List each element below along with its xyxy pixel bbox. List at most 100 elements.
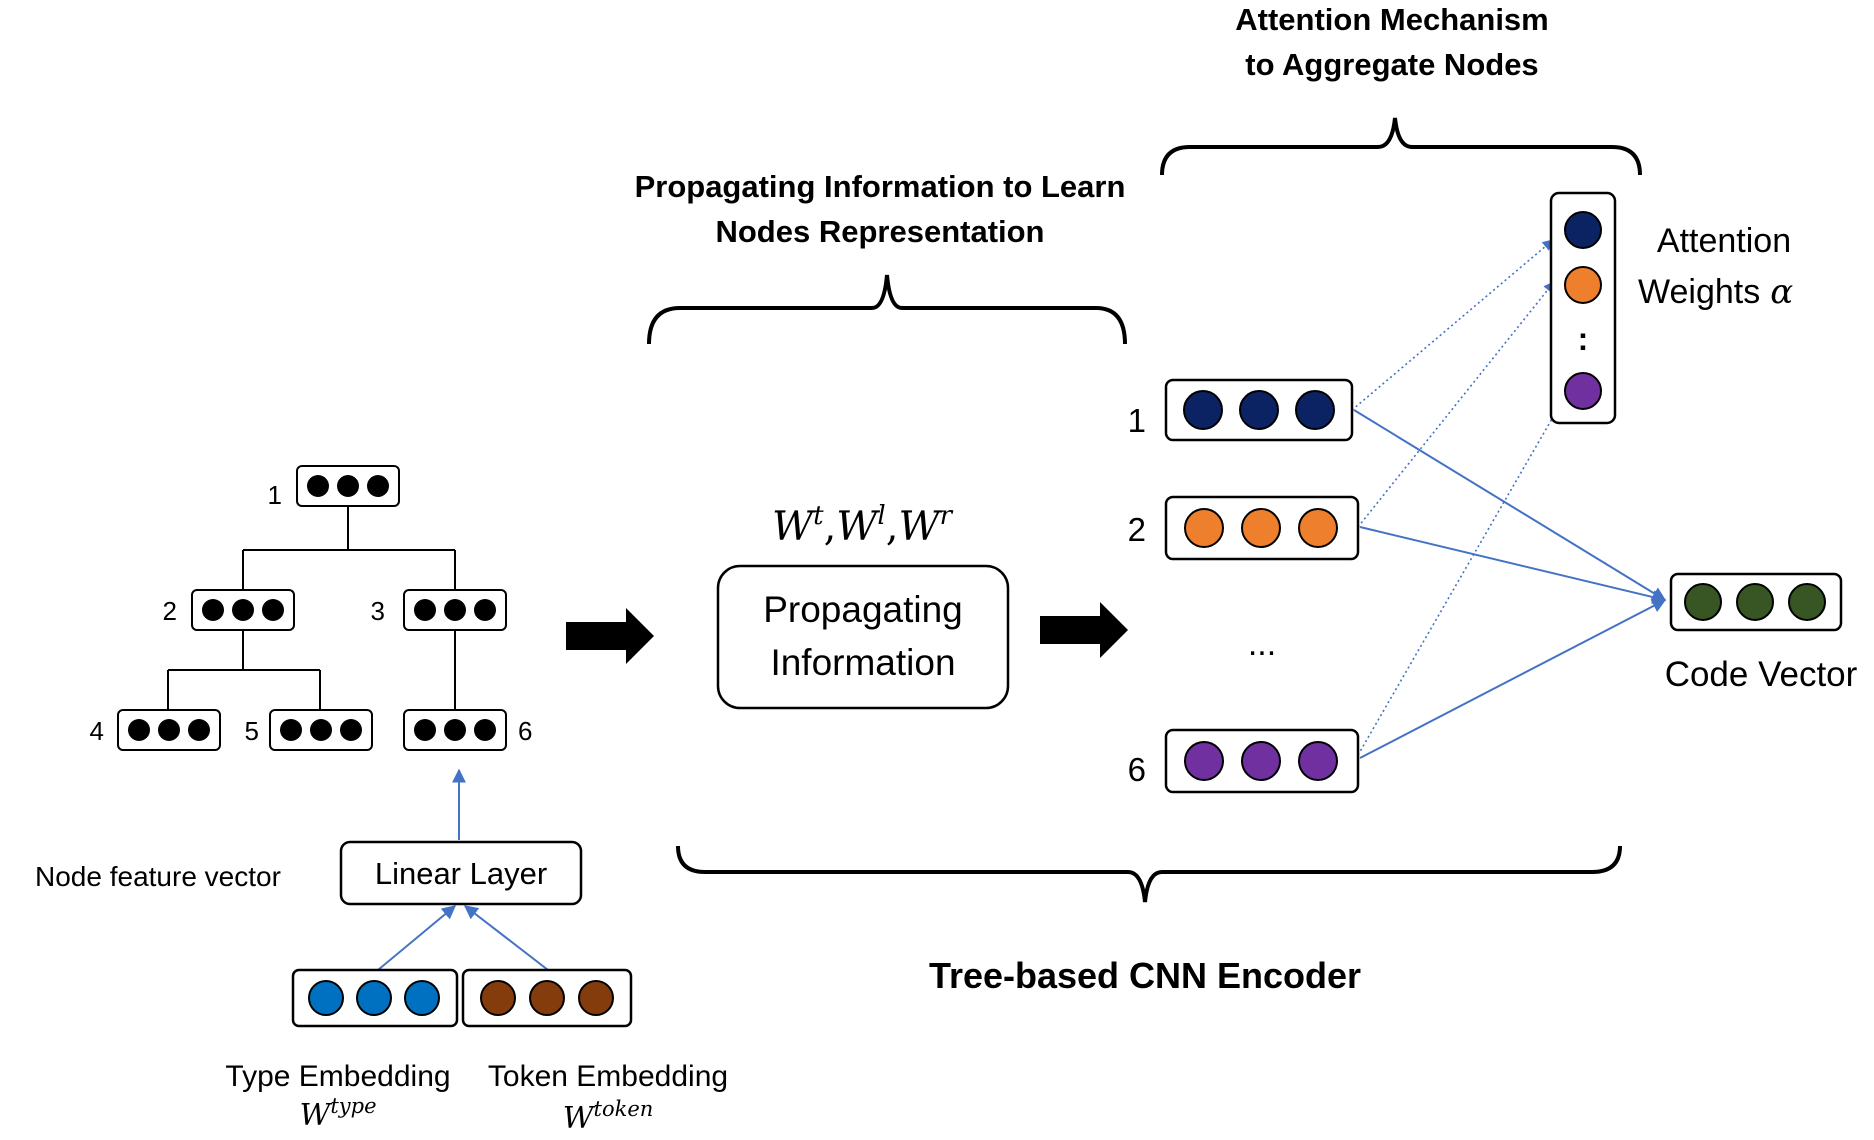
dot [414, 719, 436, 741]
propagating-header-line1: Propagating Information to Learn [635, 169, 1126, 204]
weight-superscript-t: t [813, 501, 824, 531]
tree-node-label-5: 5 [245, 716, 259, 746]
linear-layer-box [339, 840, 583, 906]
linear-layer-label: Linear Layer [375, 856, 547, 891]
tree-to-propagation-arrow [566, 608, 654, 664]
attention-weights: : [1549, 191, 1617, 425]
dot [367, 475, 389, 497]
w-symbol: W [563, 1101, 596, 1136]
type-embedding-symbol: Wtype [299, 1094, 376, 1133]
encoded-dot [1241, 741, 1281, 781]
encoded-node-1: 1 [1128, 378, 1354, 442]
type-embedding-label: Type Embedding [225, 1060, 450, 1093]
attention-header-line1: Attention Mechanism [1235, 2, 1548, 37]
aggregate-link-2 [1359, 526, 1667, 604]
tree-node-label-3: 3 [371, 596, 385, 626]
attention-connections [1351, 239, 1565, 756]
token-embedding-label: Token Embedding [488, 1060, 728, 1093]
attention-weights-dots: : [1578, 321, 1589, 357]
attention-link-1 [1351, 239, 1554, 411]
dot [188, 719, 210, 741]
aggregate-link-1 [1353, 409, 1667, 601]
attention-weight-dot [1564, 372, 1602, 410]
encoded-dot [1298, 741, 1338, 781]
propagating-box-line2: Information [770, 642, 955, 683]
dot [340, 719, 362, 741]
weight-superscript-l: l [877, 501, 885, 531]
encoded-dot [1241, 508, 1281, 548]
attention-link-6 [1357, 397, 1565, 756]
dot [337, 475, 359, 497]
attention-weights-label-line1: Attention [1657, 222, 1791, 260]
code-vector-dot [1684, 583, 1722, 621]
dot [280, 719, 302, 741]
type-embedding-arrow [377, 905, 457, 971]
propagating-brace [647, 274, 1127, 345]
dot [474, 719, 496, 741]
encoded-ellipsis: ... [1248, 625, 1276, 663]
attention-weights-label-line2: Weights α [1638, 272, 1793, 312]
propagating-box-line1: Propagating [763, 589, 963, 630]
tree-node-label-1: 1 [268, 480, 282, 510]
token-embedding-dot [578, 980, 614, 1016]
type-embedding-dot [308, 980, 344, 1016]
propagation-weights: Wt,Wl,Wr [772, 501, 954, 550]
token-embedding-arrow [463, 905, 549, 971]
type-superscript: type [330, 1094, 376, 1118]
encoded-node-label-2: 2 [1128, 511, 1146, 548]
encoded-node-2: 2 [1128, 495, 1360, 561]
tree-node-label-2: 2 [163, 596, 177, 626]
dot [444, 719, 466, 741]
token-embedding-symbol: Wtoken [563, 1097, 654, 1136]
encoded-node-label-1: 1 [1128, 402, 1146, 439]
weight-superscript-r: r [940, 501, 954, 531]
dot [158, 719, 180, 741]
type-embedding-dot [404, 980, 440, 1016]
code-vector-dot [1736, 583, 1774, 621]
encoded-node-6: 6 [1128, 728, 1360, 794]
encoded-dot [1298, 508, 1338, 548]
dot [232, 599, 254, 621]
attention-weight-dot [1564, 266, 1602, 304]
w-symbol: W [772, 504, 816, 550]
encoded-dot [1184, 741, 1224, 781]
encoder-label: Tree-based CNN Encoder [929, 955, 1361, 996]
propagating-header-line2: Nodes Representation [715, 214, 1044, 249]
aggregation-connections [1353, 409, 1667, 759]
encoded-dot [1184, 508, 1224, 548]
tree-node-label-6: 6 [518, 716, 532, 746]
propagation-to-nodes-arrow [1040, 602, 1128, 658]
w-symbol: W [836, 504, 880, 550]
dot [310, 719, 332, 741]
aggregate-link-6 [1359, 599, 1667, 759]
dot [262, 599, 284, 621]
attention-header-line2: to Aggregate Nodes [1245, 47, 1538, 82]
code-vector-label: Code Vector [1665, 655, 1858, 694]
encoded-dot [1183, 390, 1223, 430]
encoded-dot [1295, 390, 1335, 430]
weights-word: Weights [1638, 273, 1760, 311]
token-embedding-dot [480, 980, 516, 1016]
dot [444, 599, 466, 621]
ast-tree: 1 2 3 4 5 6 [90, 465, 532, 751]
propagating-information-box [716, 564, 1010, 710]
attention-weights-box [1549, 191, 1617, 425]
token-embedding-dot [529, 980, 565, 1016]
w-symbol: W [299, 1098, 332, 1133]
dot [474, 599, 496, 621]
encoded-dot [1239, 390, 1279, 430]
dot [307, 475, 329, 497]
dot [202, 599, 224, 621]
dot [128, 719, 150, 741]
attention-weight-dot [1564, 211, 1602, 249]
token-superscript: token [594, 1097, 654, 1121]
w-symbol: W [898, 504, 942, 550]
attention-brace [1160, 117, 1642, 176]
type-embedding-dot [356, 980, 392, 1016]
code-vector-dot [1788, 583, 1826, 621]
encoded-node-label-6: 6 [1128, 751, 1146, 788]
attention-link-2 [1357, 281, 1555, 528]
encoder-brace [676, 845, 1622, 903]
alpha-symbol: α [1770, 272, 1793, 312]
